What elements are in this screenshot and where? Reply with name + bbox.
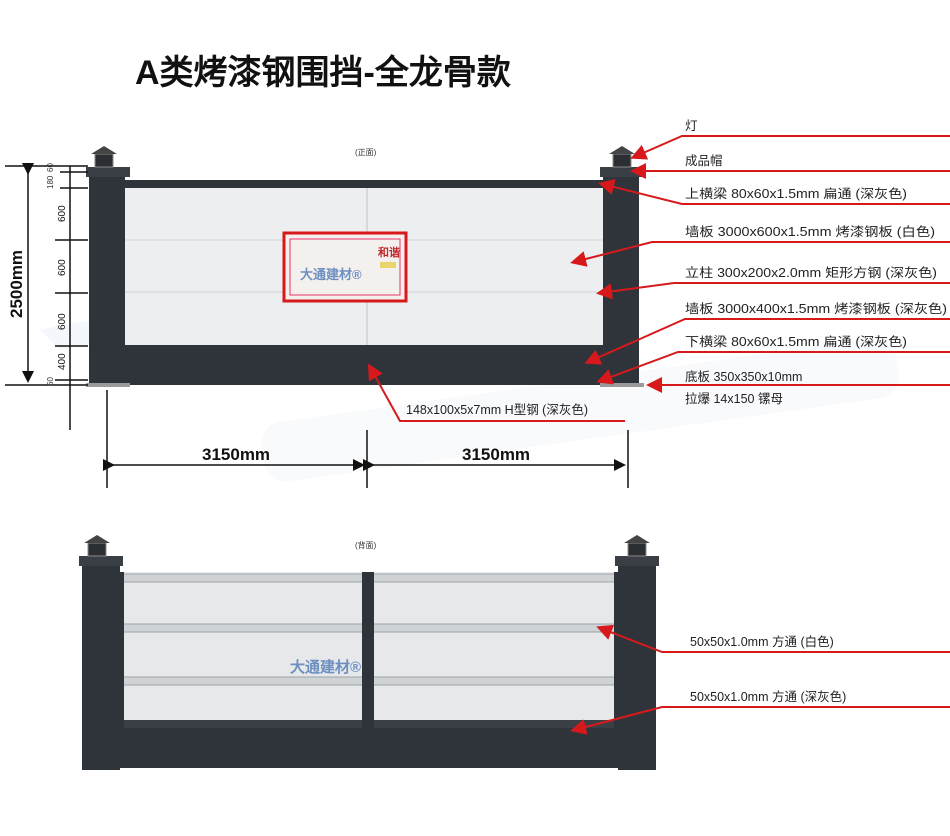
right-post xyxy=(615,535,659,770)
left-post xyxy=(79,535,123,770)
back-fence: (背面) 大通建材® xyxy=(79,535,659,770)
back-callouts: 50x50x1.0mm 方通 (白色) 50x50x1.0mm 方通 (深灰色) xyxy=(570,624,950,735)
width-right: 3150mm xyxy=(462,445,530,464)
seg-600-1: 600 xyxy=(57,205,68,222)
front-fence: (正面) 大通建材® 和谐 xyxy=(86,146,644,387)
left-post xyxy=(86,146,130,387)
back-logo: 大通建材® xyxy=(290,658,361,676)
seg-180: 180 xyxy=(46,175,55,189)
right-post xyxy=(600,146,644,387)
callout-cap: 成品帽 xyxy=(685,153,723,168)
width-left: 3150mm xyxy=(202,445,270,464)
page-title: A类烤漆钢围挡-全龙骨款 xyxy=(135,53,511,92)
lamp-icon xyxy=(94,153,114,168)
seg-600-3: 600 xyxy=(57,313,68,330)
callout-white-tube: 50x50x1.0mm 方通 (白色) xyxy=(690,634,834,649)
callout-white-panel: 墙板 3000x600x1.5mm 烤漆钢板 (白色) xyxy=(685,224,935,239)
width-dimension: 3150mm 3150mm xyxy=(103,390,629,488)
callout-post: 立柱 300x200x2.0mm 矩形方钢 (深灰色) xyxy=(685,265,937,280)
front-callouts: 灯 成品帽 上横梁 80x60x1.5mm 扁通 (深灰色) 墙板 3000x6… xyxy=(368,119,950,422)
back-caption: (背面) xyxy=(355,540,377,550)
sign-board: 大通建材® 和谐 xyxy=(282,231,408,303)
lamp-icon xyxy=(87,542,107,557)
sign-logo: 大通建材® xyxy=(300,267,362,282)
seg-60-top: 60 xyxy=(46,163,55,172)
callout-base-plate: 底板 350x350x10mm xyxy=(685,369,802,384)
callout-dark-panel: 墙板 3000x400x1.5mm 烤漆钢板 (深灰色) xyxy=(685,301,947,316)
callout-top-beam: 上横梁 80x60x1.5mm 扁通 (深灰色) xyxy=(685,186,907,201)
seg-400: 400 xyxy=(57,353,68,370)
callout-anchor-bolt: 拉爆 14x150 镙母 xyxy=(685,391,783,406)
height-total: 2500mm xyxy=(7,250,26,318)
callout-bottom-beam: 下横梁 80x60x1.5mm 扁通 (深灰色) xyxy=(685,334,907,349)
callout-lamp: 灯 xyxy=(685,119,698,133)
callout-h-beam: 148x100x5x7mm H型钢 (深灰色) xyxy=(406,402,588,417)
lamp-icon xyxy=(612,153,632,168)
seg-600-2: 600 xyxy=(57,259,68,276)
lamp-icon xyxy=(627,542,647,557)
sign-text: 和谐 xyxy=(378,245,400,259)
height-dimension: 2500mm 60 180 600 600 600 400 60 xyxy=(5,163,88,430)
callout-dark-tube: 50x50x1.0mm 方通 (深灰色) xyxy=(690,689,846,704)
seg-60-bottom: 60 xyxy=(46,377,55,386)
front-caption: (正面) xyxy=(355,148,377,157)
